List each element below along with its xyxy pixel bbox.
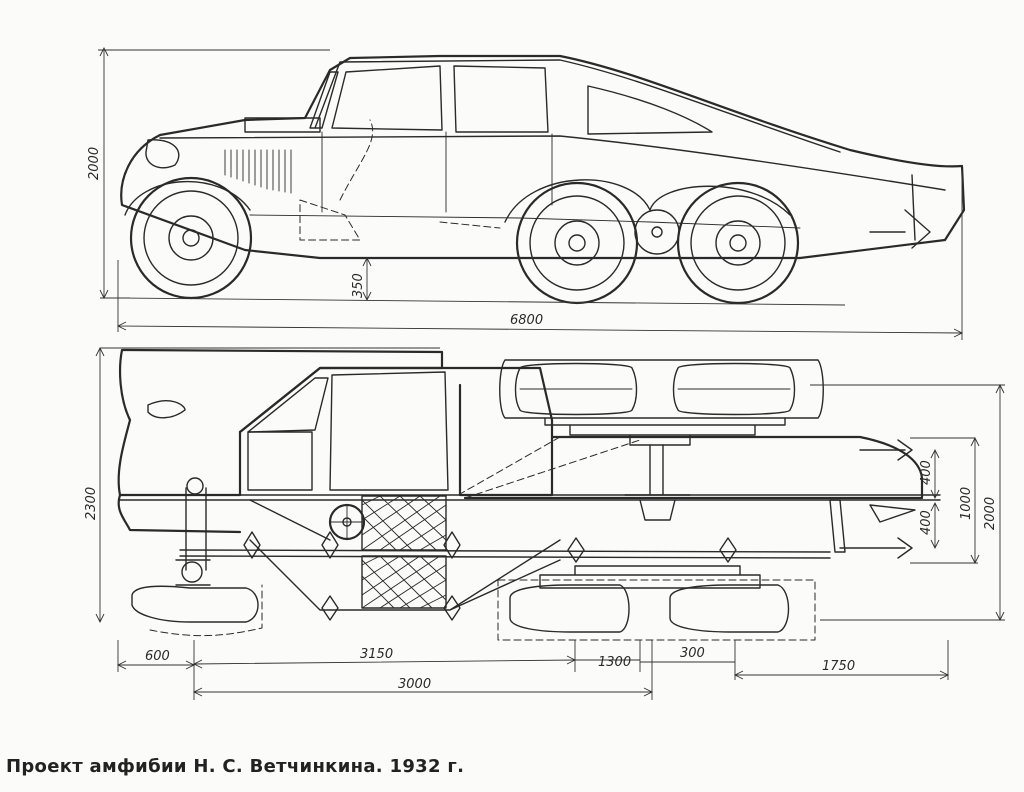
side-front-wheel	[129, 176, 253, 300]
plan-dimensions: 2300 600 3150 1300 300 1750 3000 2000 10…	[84, 346, 1005, 700]
side-hood-louvers	[224, 149, 292, 194]
dim-extension-lines	[117, 640, 949, 700]
side-dimensions: 2000 350 6800	[87, 46, 964, 340]
side-propeller	[869, 174, 931, 249]
plan-windshield-left	[247, 377, 329, 433]
dim-bogie-offset: 300	[680, 646, 705, 661]
plan-steering-wheel	[328, 503, 366, 541]
plan-fuel-tank-lower	[361, 555, 447, 609]
plan-frame-rails	[119, 494, 941, 559]
dim-rear-width: 2000	[983, 497, 998, 530]
dim-line-propeller-offsets	[930, 448, 940, 550]
plan-lower-wheel-set	[497, 565, 816, 641]
plan-front-tyre-swing	[149, 584, 263, 637]
plan-upper-wheel-set	[499, 359, 824, 446]
plan-front-lower	[117, 493, 242, 534]
side-rear-wheel-1	[515, 181, 639, 305]
dim-lines-bottom	[118, 659, 948, 693]
dim-front-overhang: 600	[145, 649, 170, 664]
dim-propeller-span: 1000	[959, 487, 974, 520]
side-belt-line	[159, 135, 946, 191]
plan-rear-bracing	[459, 436, 641, 499]
plan-frame-nodes	[243, 531, 737, 621]
side-roof-line	[314, 59, 841, 153]
side-window-rear	[587, 85, 713, 135]
side-rear-fender	[504, 179, 791, 223]
plan-rear-propellers	[839, 439, 913, 559]
side-view	[117, 54, 966, 306]
plan-rudder	[829, 499, 916, 553]
side-window-front	[331, 65, 443, 131]
plan-fuel-tank-upper	[361, 495, 447, 551]
dim-wheelbase-front: 3150	[360, 647, 393, 662]
plan-front-body	[117, 348, 444, 497]
plan-front-tyre	[131, 585, 259, 623]
side-window-middle	[453, 65, 549, 133]
plan-dash-panel	[247, 431, 313, 491]
dim-rear-overhang: 1750	[822, 659, 855, 674]
plan-cabin-floor	[329, 371, 449, 491]
side-door-seams	[321, 131, 553, 213]
plan-rear-body	[463, 435, 924, 500]
dim-line-plan-width	[95, 346, 440, 624]
dim-line-propeller-span	[910, 436, 980, 565]
figure-caption: Проект амфибии Н. С. Ветчинкина. 1932 г.	[6, 756, 465, 777]
side-front-fender	[124, 181, 251, 216]
dim-rear-axle-spacing: 1300	[598, 655, 631, 670]
side-frame-rail	[249, 214, 801, 229]
dim-overall-length: 6800	[510, 313, 543, 328]
dim-line-rear-width	[810, 383, 1005, 622]
side-headlight	[145, 139, 180, 169]
side-ground-line	[117, 297, 846, 306]
side-body-outline	[120, 54, 966, 260]
dim-wheelbase-total: 3000	[398, 677, 431, 692]
plan-headlight	[147, 400, 186, 419]
dim-side-height: 2000	[87, 147, 102, 180]
dim-line-height	[98, 49, 330, 299]
dim-line-clearance	[362, 256, 372, 302]
dim-plan-width: 2300	[84, 487, 99, 520]
plan-front-wheel-assembly	[175, 477, 211, 586]
dim-line-length	[116, 170, 964, 340]
plan-bogie-column	[624, 444, 691, 521]
side-steering-column	[339, 119, 374, 201]
side-windshield	[309, 71, 339, 129]
dim-ground-clearance: 350	[351, 273, 366, 298]
dim-propeller-upper: 400	[919, 460, 934, 485]
side-drivetrain	[299, 199, 501, 241]
dim-propeller-lower: 400	[919, 510, 934, 535]
side-bogie-hub	[634, 209, 680, 255]
plan-view	[117, 348, 941, 641]
side-hood	[244, 117, 321, 133]
side-rear-wheel-2	[676, 181, 800, 305]
plan-hull-frame	[249, 499, 561, 611]
